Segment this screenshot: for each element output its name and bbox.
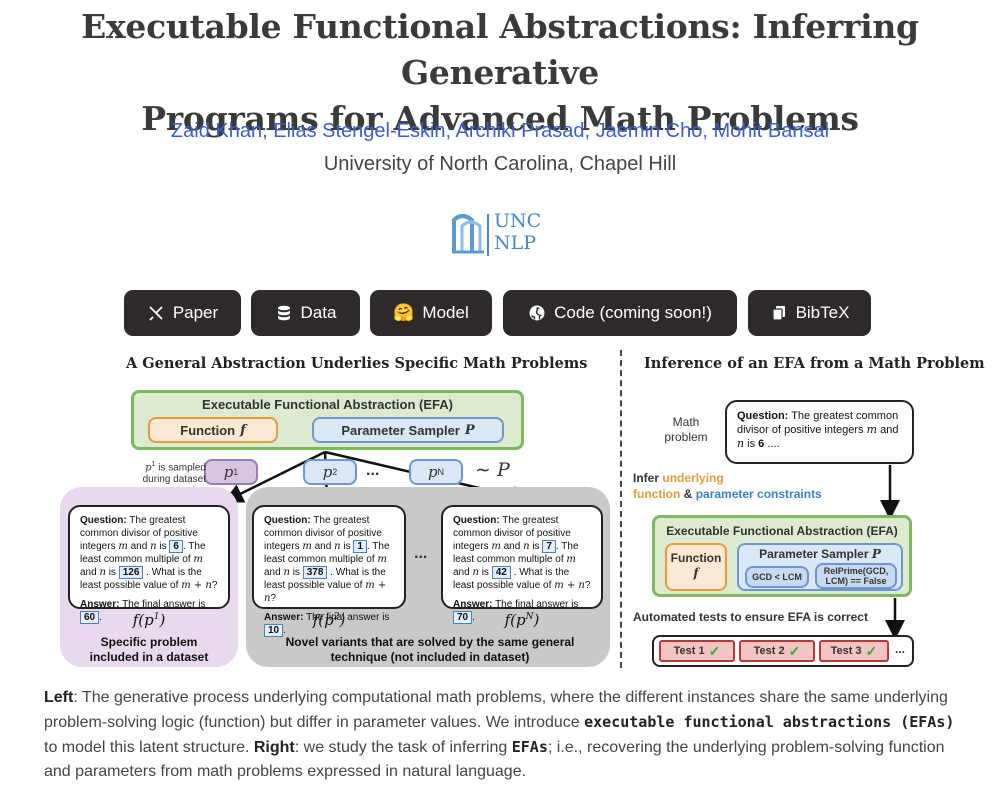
inferred-function-box: Function f	[665, 543, 727, 591]
test-1: Test 1✓	[659, 640, 735, 662]
ellipsis: ...	[414, 545, 428, 562]
math-problem-label: Math problem	[664, 415, 708, 444]
figure-caption: Left: The generative process underlying …	[44, 689, 955, 780]
title-line-1: Executable Functional Abstractions: Infe…	[81, 7, 919, 92]
github-icon	[529, 305, 545, 321]
figure-right-title: Inference of an EFA from a Math Problem	[644, 355, 985, 372]
problem-card: Question: The greatest common divisor of…	[252, 505, 406, 637]
affiliation: University of North Carolina, Chapel Hil…	[323, 153, 677, 175]
problem-card: Question: The greatest common divisor of…	[68, 505, 230, 624]
bibtex-button[interactable]: BibTeX	[748, 290, 871, 336]
link-buttons: Paper Data 🤗 Model Code (coming soon!) B…	[0, 290, 1000, 336]
code-button[interactable]: Code (coming soon!)	[503, 290, 737, 336]
sampled-from-p: ∼ P	[475, 459, 510, 481]
figure-left-title: A General Abstraction Underlies Specific…	[126, 355, 588, 372]
paper-button[interactable]: Paper	[124, 290, 241, 336]
ellipsis: ...	[366, 462, 380, 479]
novel-variants-caption: Novel variants that are solved by the sa…	[285, 635, 575, 664]
unc-nlp-logo[interactable]: UNC NLP	[450, 210, 550, 258]
author-link[interactable]: Archiki Prasad	[455, 120, 585, 142]
copy-icon	[771, 306, 785, 321]
constraint-relprime: RelPrime(GCD, LCM) == False	[815, 563, 897, 589]
dataset-problem-caption: Specific problem included in a dataset	[89, 635, 209, 664]
author-link[interactable]: Zaid Khan	[170, 120, 263, 142]
f-pN-label: f(pN)	[504, 611, 540, 629]
check-icon: ✓	[708, 642, 721, 659]
f-p2-label: f(p2)	[312, 611, 346, 629]
model-button[interactable]: 🤗 Model	[370, 290, 492, 336]
problem-card: Question: The greatest common divisor of…	[441, 505, 603, 624]
f-p1-label: f(p1)	[132, 611, 166, 629]
constraint-gcd-lcm: GCD < LCM	[745, 566, 809, 588]
infer-instruction: Infer underlying function & parameter co…	[633, 471, 822, 501]
test-3: Test 3✓	[819, 640, 889, 662]
unc-nlp-logo-mark	[452, 214, 489, 256]
author-link[interactable]: Jaemin Cho	[595, 120, 703, 142]
check-icon: ✓	[865, 642, 878, 659]
author-link[interactable]: Mohit Bansal	[713, 120, 830, 142]
title-line-2: Programs for Advanced Math Problems	[141, 99, 859, 138]
test-2: Test 2✓	[739, 640, 815, 662]
paper-title: Executable Functional Abstractions: Infe…	[0, 4, 1000, 142]
data-button[interactable]: Data	[251, 290, 360, 336]
database-icon	[277, 305, 290, 321]
author-list: Zaid Khan, Elias Stengel-Eskin, Archiki …	[170, 120, 830, 142]
automated-tests-label: Automated tests to ensure EFA is correct	[633, 610, 868, 624]
efa-box: Executable Functional Abstraction (EFA) …	[131, 390, 524, 450]
figure-divider	[620, 350, 622, 668]
logo-text: UNC NLP	[494, 210, 542, 254]
hugging-face-icon: 🤗	[393, 303, 415, 322]
input-problem-card: Question: The greatest common divisor of…	[725, 400, 914, 464]
tests-ellipsis: ...	[895, 642, 906, 656]
inferred-sampler-box: Parameter Sampler P GCD < LCM RelPrime(G…	[737, 543, 903, 591]
inferred-efa-box: Executable Functional Abstraction (EFA) …	[652, 515, 912, 597]
author-link[interactable]: Elias Stengel-Eskin	[273, 120, 446, 142]
check-icon: ✓	[788, 642, 801, 659]
paper-icon	[149, 306, 163, 321]
